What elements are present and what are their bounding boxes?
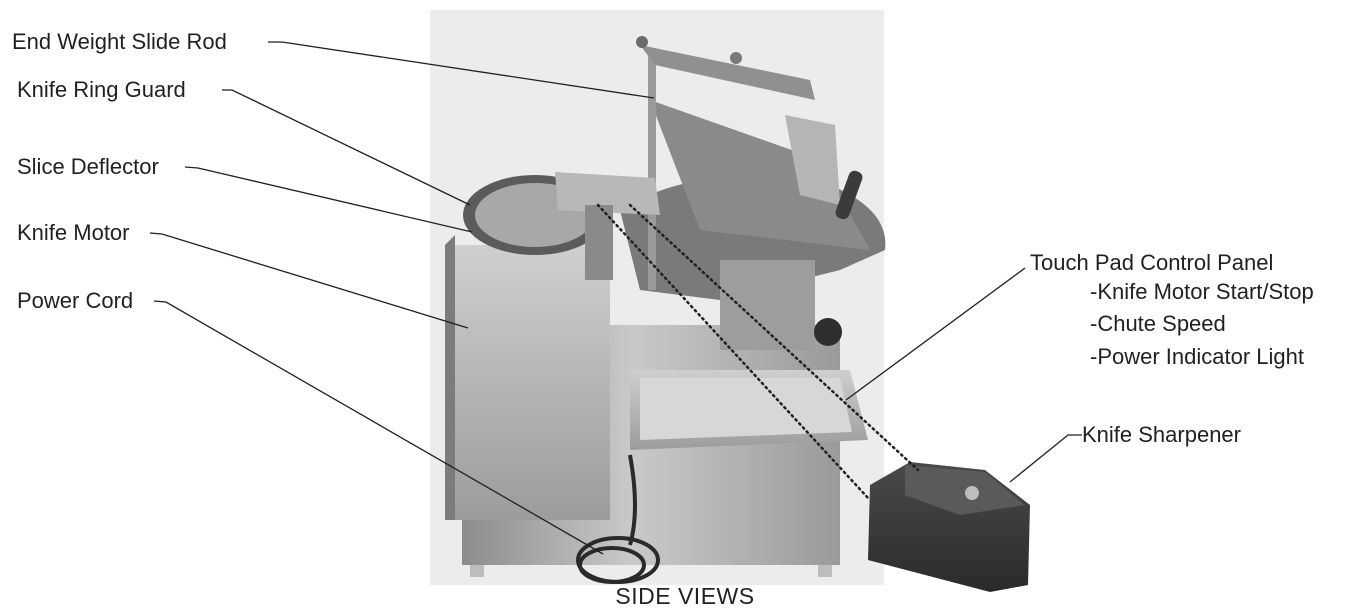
base-foot-left	[470, 565, 484, 577]
label-knife-motor: Knife Motor	[17, 220, 130, 245]
motor-housing-edge	[445, 235, 455, 520]
end-weight-knob-right	[730, 52, 742, 64]
carriage-arm	[648, 50, 656, 290]
label-slice-deflector: Slice Deflector	[17, 154, 159, 179]
carriage-handle	[835, 170, 863, 220]
end-weight-knob-left	[636, 36, 648, 48]
leader-slice-deflector	[184, 166, 473, 233]
touch-pad-item-knife-motor: -Knife Motor Start/Stop	[1090, 279, 1314, 304]
label-touch-pad-title: Touch Pad Control Panel	[1030, 250, 1274, 275]
label-knife-sharpener: Knife Sharpener	[1082, 422, 1241, 447]
cord-coil-2	[578, 546, 646, 584]
leader-touch-pad	[845, 267, 1026, 401]
leader-knife-ring-guard	[222, 89, 471, 206]
sharpener-top	[905, 465, 1025, 515]
leader-knife-sharpener	[1009, 434, 1082, 483]
leader-end-weight-slide-rod	[268, 41, 655, 99]
sharpener-knob	[965, 486, 979, 500]
label-end-weight-slide-rod: End Weight Slide Rod	[12, 29, 227, 54]
dotted-guide-1	[596, 203, 870, 500]
leader-power-cord	[153, 300, 604, 555]
motor-housing	[445, 245, 610, 520]
label-knife-ring-guard: Knife Ring Guard	[17, 77, 186, 102]
cord-drop	[628, 454, 637, 546]
leader-knife-motor	[149, 232, 469, 329]
carriage-back	[785, 115, 840, 205]
dotted-guide-2	[628, 203, 920, 472]
end-weight	[640, 45, 815, 100]
slice-deflector-plate	[555, 172, 660, 215]
center-post	[720, 260, 815, 350]
figure-caption: SIDE VIEWS	[615, 583, 755, 609]
base-foot-right	[818, 565, 832, 577]
thickness-knob	[814, 318, 842, 346]
touch-pad-item-chute-speed: -Chute Speed	[1090, 311, 1226, 336]
touch-pad-item-power-light: -Power Indicator Light	[1090, 344, 1304, 369]
chute-inner	[640, 378, 852, 440]
carriage-tray	[650, 100, 870, 250]
label-power-cord: Power Cord	[17, 288, 134, 313]
